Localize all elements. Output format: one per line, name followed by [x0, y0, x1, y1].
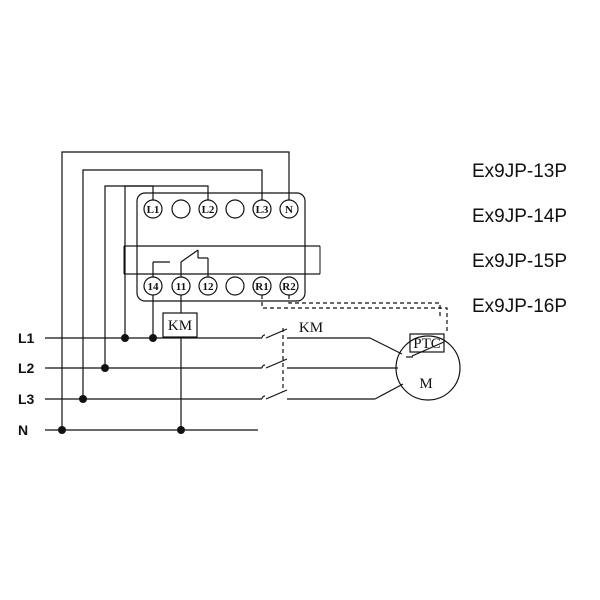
- wire-l1-feed: [124, 185, 154, 338]
- line-label-l1: L1: [18, 330, 35, 346]
- terminal-label-r1: R1: [255, 281, 268, 293]
- terminal-blank-1: [171, 199, 191, 219]
- line-label-l2: L2: [18, 360, 35, 376]
- motor-label: M: [419, 376, 432, 392]
- terminal-label-12: 12: [203, 281, 215, 293]
- ptc-sensor-symbol: [411, 341, 445, 357]
- ptc-wire-r2: [288, 295, 441, 316]
- wire-n-feed: [61, 151, 290, 430]
- line-label-n: N: [18, 422, 28, 438]
- km-contact-1: [261, 334, 266, 339]
- ptc-wire-r1: [261, 295, 448, 334]
- km-contact-2: [261, 364, 266, 369]
- junction-l1-b: [149, 334, 157, 342]
- km-contacts-label: KM: [299, 320, 323, 336]
- wire-l3-feed: [82, 169, 263, 399]
- wire-l2-feed: [104, 185, 209, 368]
- km-contact-3: [261, 395, 266, 400]
- junction-n-a: [58, 426, 66, 434]
- km-coil-label: KM: [168, 318, 192, 334]
- ptc-label: PTC: [413, 336, 441, 352]
- terminal-label-l3: L3: [256, 204, 269, 216]
- ptc-sensor-box: [409, 333, 445, 353]
- motor: [395, 335, 461, 401]
- relay-housing: [136, 192, 306, 302]
- terminal-label-11: 11: [176, 281, 186, 293]
- terminal-label-n: N: [285, 204, 293, 216]
- km-coil: [162, 312, 198, 338]
- terminal-label-r2: R2: [282, 281, 296, 293]
- junction-l3: [79, 395, 87, 403]
- terminal-blank-2: [225, 199, 245, 219]
- model-14p: Ex9JP-14P: [472, 206, 568, 227]
- terminal-label-l1: L1: [147, 204, 160, 216]
- line-label-l3: L3: [18, 391, 35, 407]
- terminal-label-14: 14: [148, 281, 160, 293]
- junction-l1-a: [121, 334, 129, 342]
- junction-l2: [101, 364, 109, 372]
- model-13p: Ex9JP-13P: [472, 161, 568, 182]
- terminal-label-l2: L2: [202, 204, 215, 216]
- model-list: Ex9JP-13P Ex9JP-14P Ex9JP-15P Ex9JP-16P: [472, 155, 592, 335]
- junction-n-b: [177, 426, 185, 434]
- model-15p: Ex9JP-15P: [472, 251, 568, 272]
- model-16p: Ex9JP-16P: [472, 296, 568, 317]
- terminal-blank-3: [225, 276, 245, 296]
